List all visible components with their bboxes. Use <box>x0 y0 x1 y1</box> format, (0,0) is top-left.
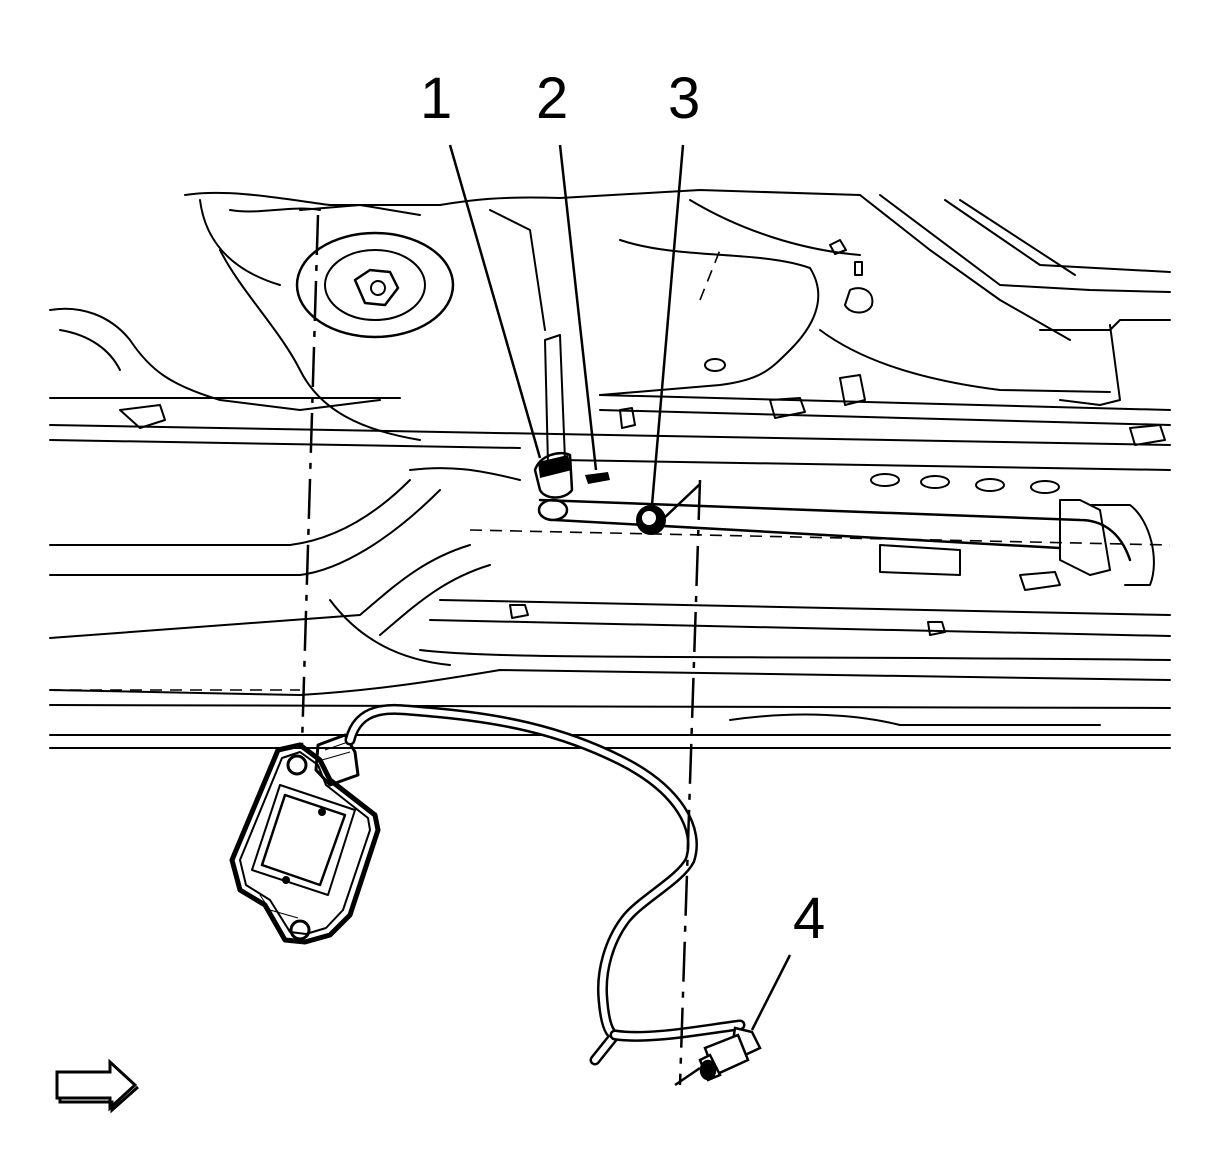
sensor-harness-cable <box>344 703 746 1066</box>
callout-2: 2 <box>536 66 568 131</box>
vehicle-underbody <box>49 189 1171 749</box>
installation-guide-lines <box>300 214 702 1086</box>
callout-1: 1 <box>420 66 452 131</box>
leader-line-3 <box>650 144 685 506</box>
leader-line-4 <box>750 954 792 1031</box>
leader-line-1 <box>448 144 542 459</box>
callout-4: 4 <box>793 886 825 951</box>
sensor-module <box>229 733 381 945</box>
leader-line-2 <box>558 144 598 471</box>
guide-line-ends <box>661 483 701 1087</box>
dashed-outline <box>50 249 1171 691</box>
component-2-clip <box>585 472 610 484</box>
component-4-sensor-probe <box>698 1026 762 1082</box>
guide-line-sensor <box>678 479 702 1086</box>
guide-line-module <box>300 214 320 746</box>
front-direction-arrow-icon <box>55 1058 139 1114</box>
component-1-connector <box>538 455 572 478</box>
component-3-grommet <box>636 505 666 535</box>
leader-lines <box>448 144 792 1031</box>
callout-labels: 1 2 3 4 <box>420 66 825 951</box>
callout-3: 3 <box>668 66 700 131</box>
